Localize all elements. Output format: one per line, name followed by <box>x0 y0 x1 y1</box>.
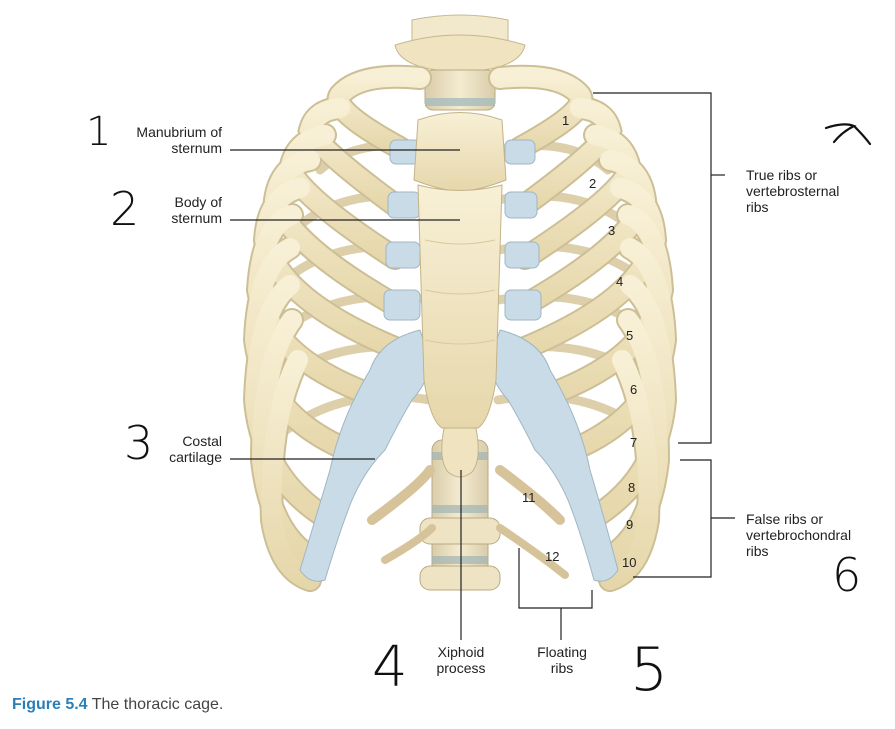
rib-number-1: 1 <box>562 113 569 128</box>
handwritten-number-1: 1 <box>86 109 112 155</box>
rib-number-4: 4 <box>616 274 623 289</box>
handwritten-number-6: 6 <box>832 548 862 602</box>
label-xiphoid-process: Xiphoid process <box>436 644 486 676</box>
rib-number-11: 11 <box>522 490 536 505</box>
figure-caption-text: The thoracic cage. <box>91 696 224 713</box>
handwritten-number-4: 4 <box>372 635 408 700</box>
vertebral-column <box>394 14 526 591</box>
sternum <box>413 112 507 478</box>
rib-number-6: 6 <box>630 382 637 397</box>
leader-lines <box>230 92 735 640</box>
handwritten-number-5: 5 <box>630 635 669 705</box>
label-false-ribs: False ribs or vertebrochondral ribs <box>746 511 852 559</box>
rib-number-9: 9 <box>626 517 633 532</box>
sternum-body <box>417 184 503 429</box>
xiphoid <box>441 427 479 478</box>
rib-number-2: 2 <box>589 176 596 191</box>
label-true-ribs: True ribs or vertebrosternal ribs <box>746 167 840 215</box>
label-manubrium: Manubrium of sternum <box>136 124 222 156</box>
ribs-right <box>488 64 678 592</box>
label-body-of-sternum: Body of sternum <box>171 194 222 226</box>
rib-numbers: 1 2 3 4 5 6 7 8 9 10 11 12 <box>522 113 637 570</box>
figure-number: Figure 5.4 <box>12 696 88 713</box>
rib-number-5: 5 <box>626 328 633 343</box>
handwritten-number-7 <box>824 123 872 146</box>
rib-number-3: 3 <box>608 223 615 238</box>
label-floating-ribs: Floating ribs <box>537 644 587 676</box>
handwritten-number-3: 3 <box>124 416 154 470</box>
label-costal-cartilage: Costal cartilage <box>169 433 222 465</box>
manubrium <box>413 112 507 193</box>
handwritten-number-2: 2 <box>110 182 140 236</box>
rib-number-7: 7 <box>630 435 637 450</box>
rib-number-8: 8 <box>628 480 635 495</box>
ribs-left <box>242 64 436 592</box>
rib-number-10: 10 <box>622 555 636 570</box>
figure-caption: Figure 5.4 The thoracic cage. <box>12 696 223 714</box>
costal-cartilages <box>299 139 619 582</box>
rib-number-12: 12 <box>545 549 559 564</box>
